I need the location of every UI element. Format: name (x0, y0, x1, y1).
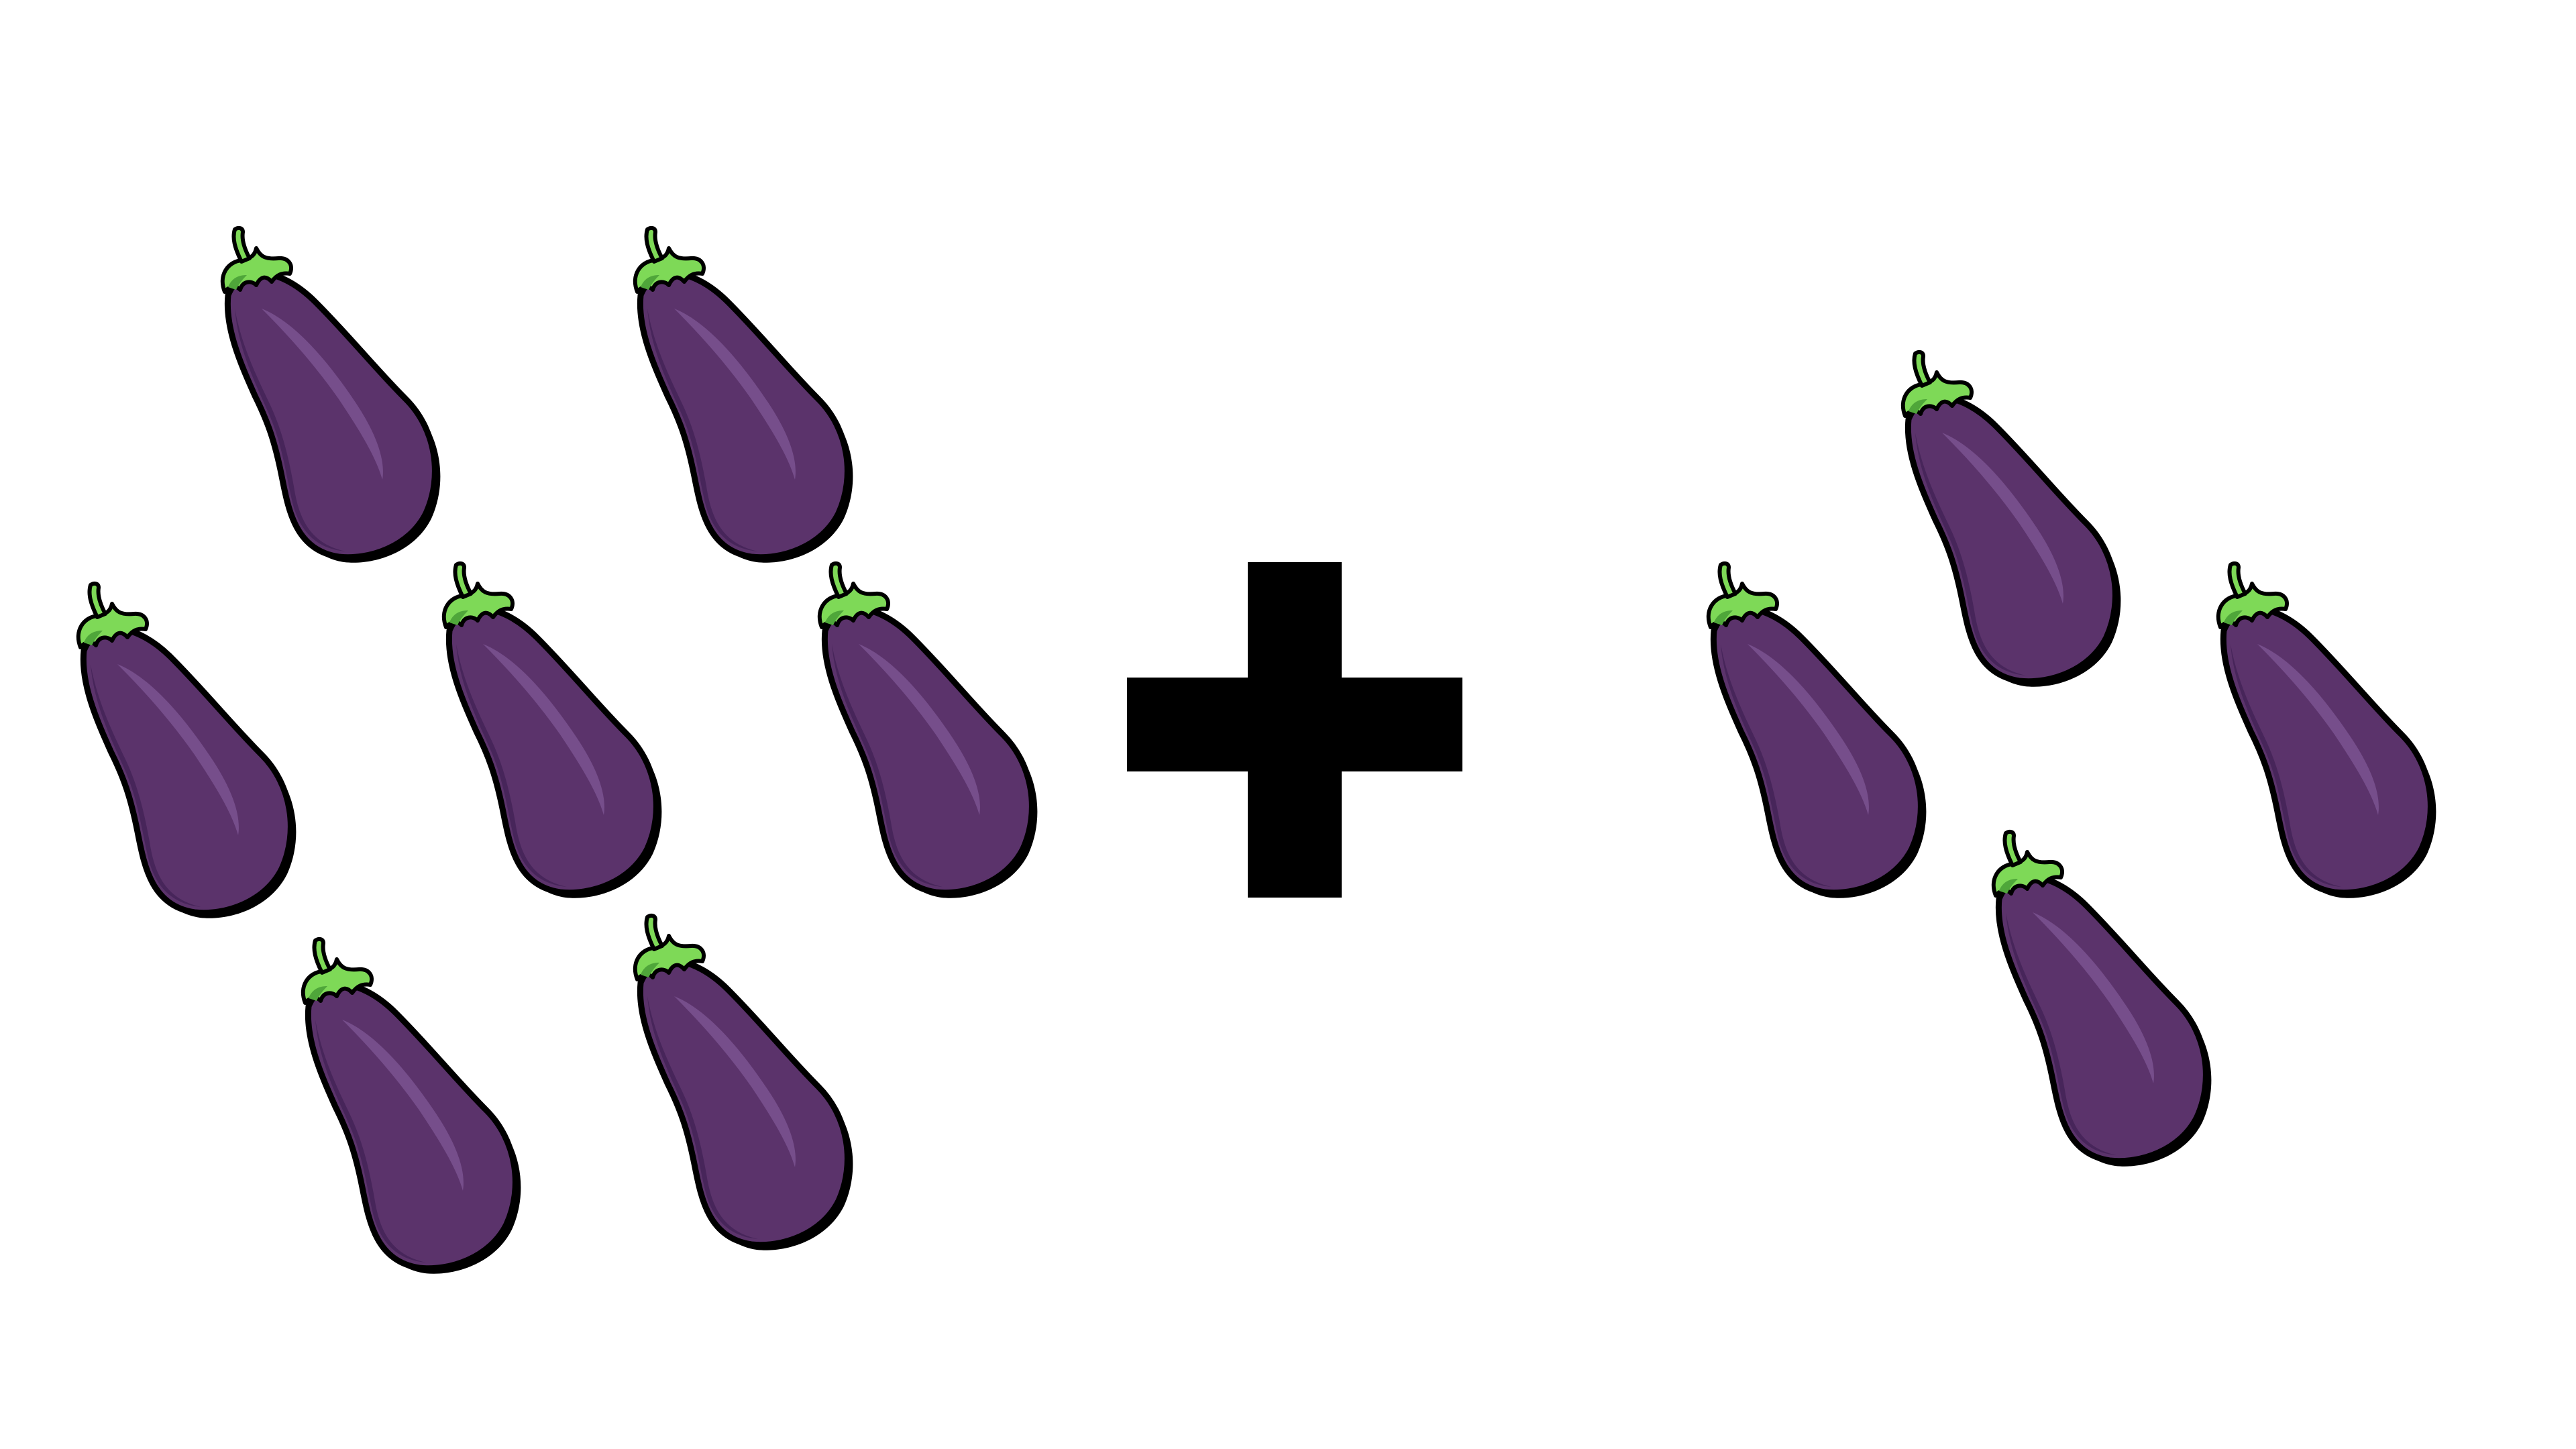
eggplant-icon (1991, 829, 2212, 1167)
plus-icon (1127, 562, 1462, 898)
eggplant-icon (633, 913, 853, 1250)
eggplant-icon (2216, 561, 2436, 898)
plus-vertical-bar (1248, 562, 1342, 898)
eggplant-icon (441, 561, 662, 898)
eggplant-icon (301, 936, 521, 1274)
eggplant-icon (220, 225, 441, 563)
eggplant-icon (633, 225, 853, 563)
eggplant-icon (76, 581, 297, 918)
eggplant-icon (1706, 561, 1927, 898)
eggplant-icon (817, 561, 1038, 898)
eggplant-icon (1900, 350, 2121, 687)
